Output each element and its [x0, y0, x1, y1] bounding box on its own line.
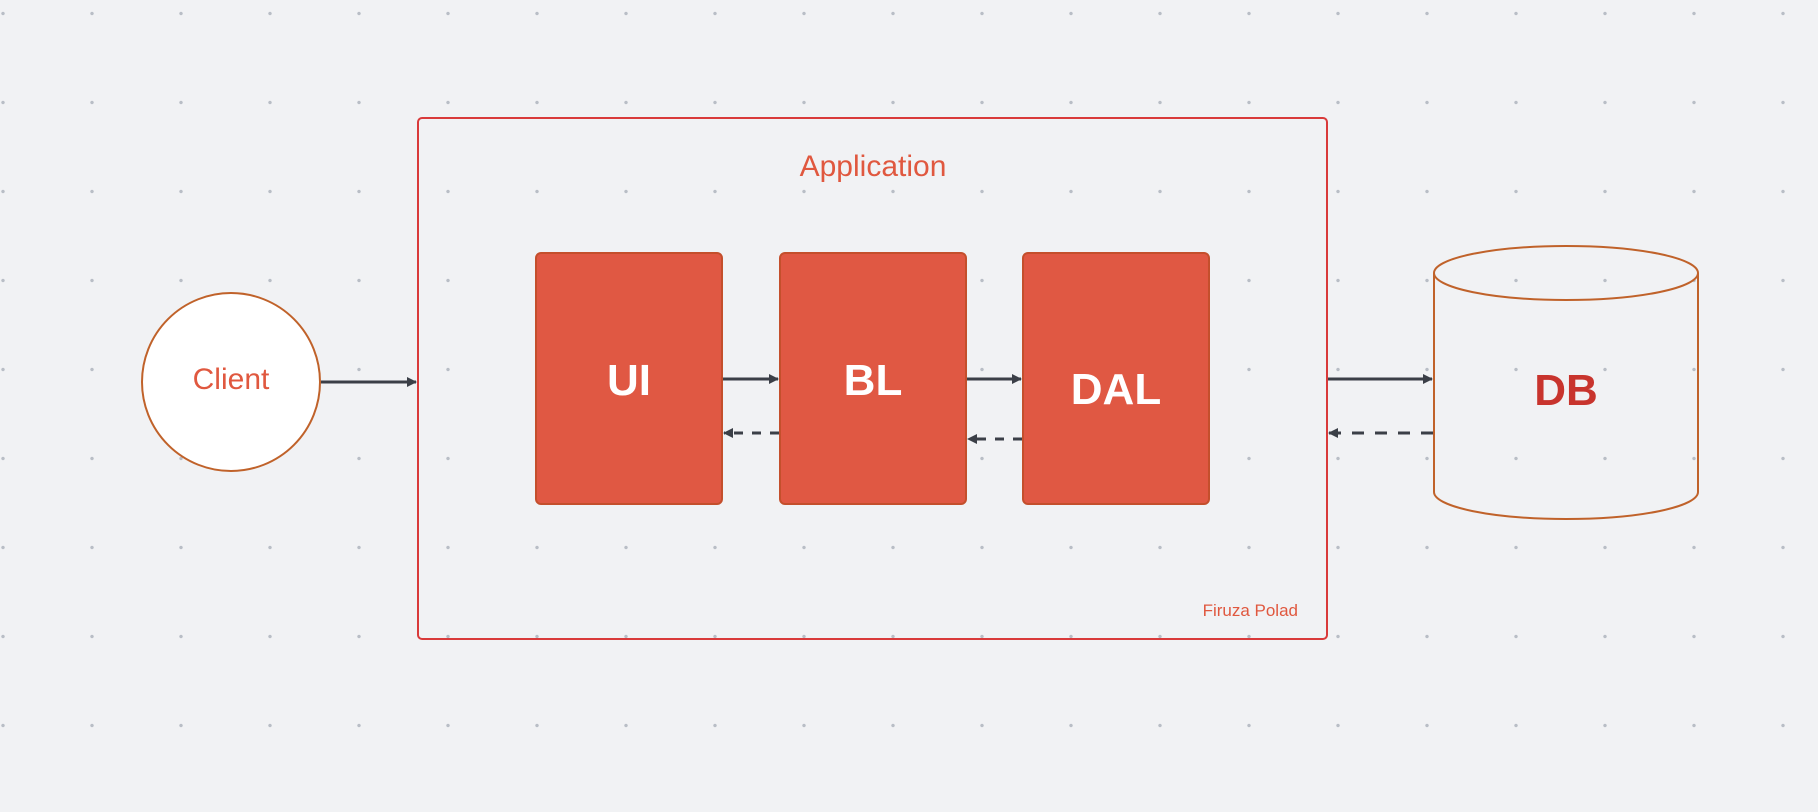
client-label: Client [192, 363, 270, 396]
application-container[interactable] [417, 117, 1328, 640]
db-cylinder-body [1433, 273, 1699, 520]
ui-label: UI [607, 356, 651, 405]
bl-label: BL [843, 356, 903, 405]
dal-block[interactable] [1022, 252, 1210, 505]
db-node[interactable] [1433, 245, 1699, 520]
ui-block[interactable] [535, 252, 723, 505]
dal-label: DAL [1070, 365, 1162, 414]
bl-block[interactable] [779, 252, 967, 505]
application-title: Application [799, 150, 947, 183]
db-cylinder-top [1433, 245, 1699, 301]
client-node[interactable] [141, 292, 321, 472]
author-watermark: Firuza Polad [1202, 601, 1298, 620]
db-label: DB [1534, 366, 1598, 415]
